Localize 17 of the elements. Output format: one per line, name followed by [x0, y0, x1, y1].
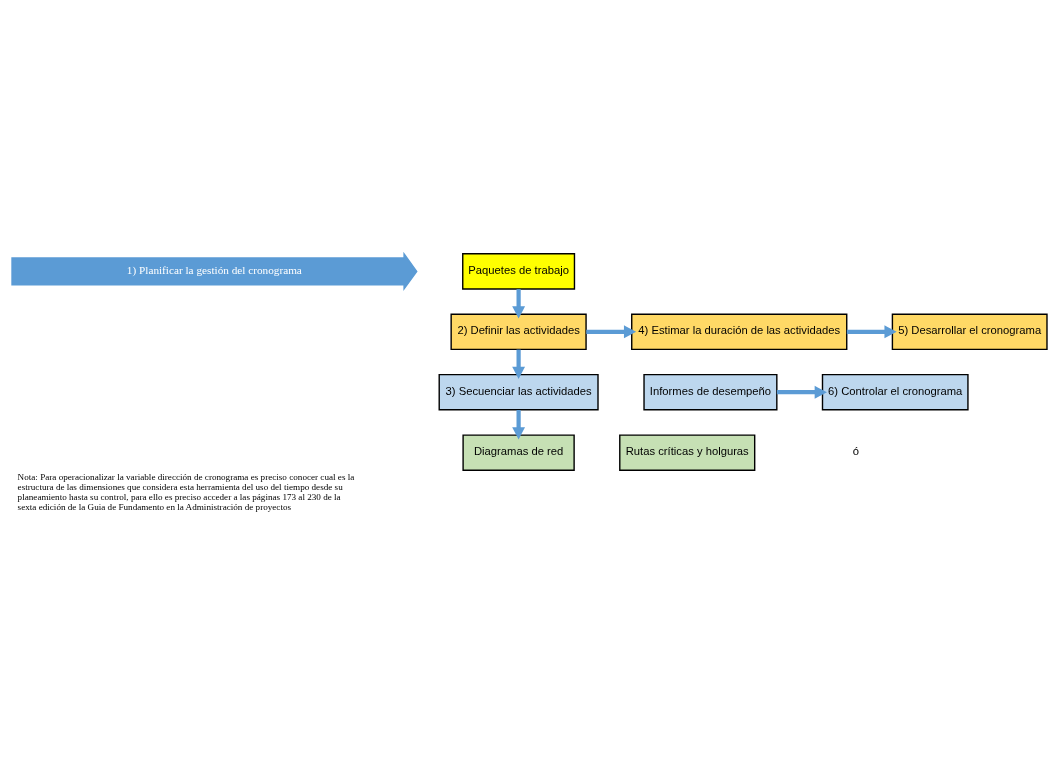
- node-box: Informes de desempeño: [643, 373, 778, 411]
- node-box: Paquetes de trabajo: [462, 253, 576, 290]
- arrow: [512, 289, 526, 319]
- caption: Nota: Para operacionalizar la variable dirección de cronograma es preciso conocer cual es la estructura de las dimensiones que considera esta herramienta del uso del tiempo desde su planeamiento hasta su control, para ello es preciso acceder a las páginas 173 al 230 de la sexta edición de la Guia de Fundamento en la Administración de proyectos: [17, 472, 355, 512]
- node-box: 3) Secuenciar las actividades: [438, 373, 599, 411]
- label: ó: [852, 445, 859, 458]
- arrow: [776, 385, 827, 399]
- arrow: [512, 410, 526, 440]
- arrow: [512, 349, 526, 380]
- node-box: 5) Desarrollar el cronograma: [891, 313, 1048, 351]
- node-box: Rutas críticas y holguras: [619, 434, 756, 471]
- node-box: Diagramas de red: [462, 434, 575, 471]
- node-box: 4) Estimar la duración de las actividades: [631, 313, 848, 351]
- arrow: [846, 325, 897, 339]
- node-box: 6) Controlar el cronograma: [821, 373, 969, 411]
- node-box: 2) Definir las actividades: [450, 313, 587, 351]
- arrow: [586, 325, 637, 339]
